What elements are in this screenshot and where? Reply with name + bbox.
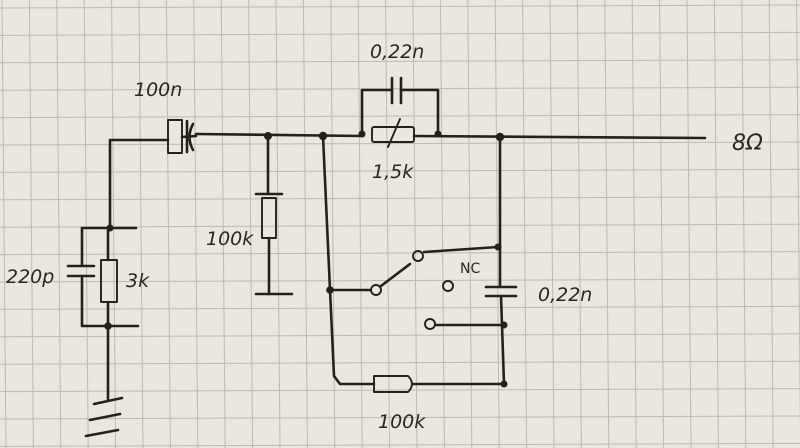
grid-line-vertical [686,0,692,448]
grid-line-vertical [467,0,473,448]
bottom-resistor-100k [373,375,413,393]
grid-line-vertical [604,0,610,448]
grid-line-vertical [193,0,199,448]
grid-line-vertical [111,0,117,448]
grid-line-horizontal [0,59,800,64]
switched-capacitor-label: 0,22n [538,284,592,306]
grid-line-horizontal [0,168,800,173]
grid-line-vertical [1,0,7,448]
grid-line-horizontal [0,31,800,36]
switch-network [321,134,518,386]
feedback-capacitor-0-22n [360,76,440,136]
grid-line-horizontal [0,388,800,393]
grid-line-vertical [631,0,637,448]
grid-line-horizontal [0,196,800,201]
grid-line-vertical [275,0,281,448]
grid-line-vertical [248,0,254,448]
parallel-resistor-label: 3k [126,270,150,292]
bottom-resistor-label: 100k [378,411,426,433]
grid-line-horizontal [0,442,800,447]
junction-dots [104,130,508,388]
grid-line-horizontal [0,333,800,338]
grid-line-vertical [494,0,500,448]
grid-line-vertical [522,0,528,448]
grid-line-vertical [220,0,226,448]
grid-line-vertical [385,0,391,448]
grid-line-vertical [439,0,445,448]
parallel-capacitor-label: 220p [6,266,54,288]
grid-line-horizontal [0,360,800,365]
feedback-capacitor-label: 0,22n [370,41,424,63]
shunt-resistor-label: 100k [206,228,254,250]
grid-line-horizontal [0,4,800,9]
grid-line-vertical [412,0,418,448]
grid-line-vertical [83,0,89,448]
grid-line-vertical [56,0,62,448]
grid-line-vertical [302,0,308,448]
grid-line-vertical [28,0,34,448]
grid-line-horizontal [0,278,800,283]
grid-line-horizontal [0,305,800,310]
grid-line-vertical [576,0,582,448]
grid-line-vertical [138,0,144,448]
grid-line-horizontal [0,114,800,119]
series-resistor-label: 1,5k [372,161,414,183]
grid-line-vertical [549,0,555,448]
grid-line-horizontal [0,141,800,146]
input-capacitor-label: 100n [134,79,182,101]
main-signal-wire [108,132,707,224]
grid-line-vertical [357,0,363,448]
grid-line-vertical [713,0,719,448]
input-rc-network [66,220,140,438]
shunt-resistor-100k [254,134,294,296]
input-capacitor-100n [167,119,198,154]
switch-nc-label: NC [460,261,480,277]
grid-line-vertical [165,0,171,448]
series-resistor-1-5k [371,118,415,148]
grid-line-horizontal [0,415,800,420]
grid-line-vertical [659,0,665,448]
grid-line-horizontal [0,251,800,256]
load-label: 8Ω [732,131,763,156]
